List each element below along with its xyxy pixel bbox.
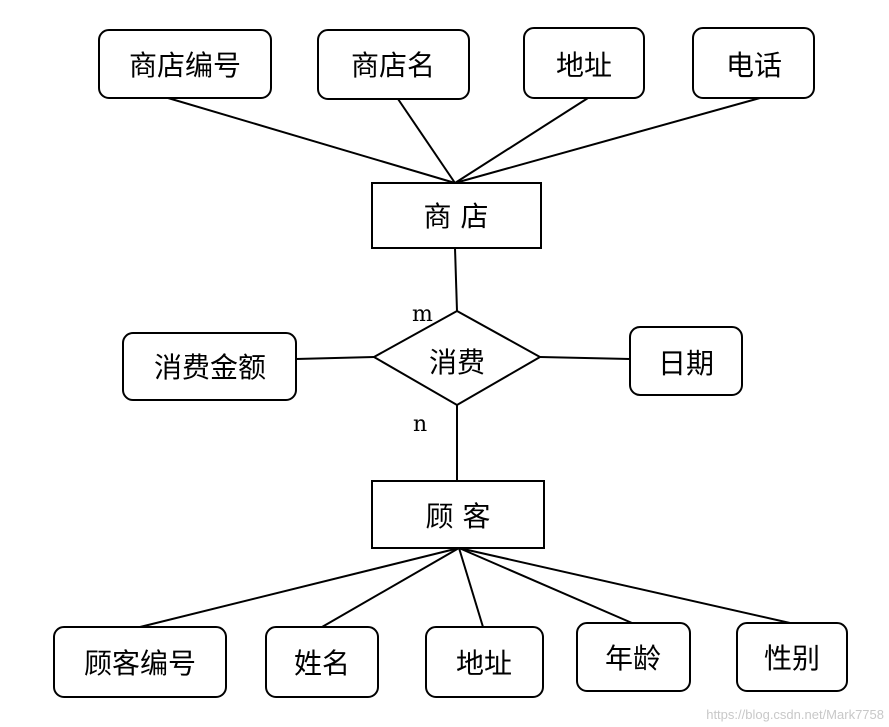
line-customer-id (139, 547, 460, 628)
svg-text:地址: 地址 (556, 49, 612, 82)
svg-text:消费金额: 消费金额 (154, 351, 266, 384)
svg-text:地址: 地址 (456, 647, 512, 680)
customer-attribute-gender: 性别 (736, 622, 848, 692)
customer-attribute-name: 姓名 (265, 626, 379, 698)
svg-text:消费: 消费 (429, 346, 485, 379)
line-customer-address (458, 547, 484, 628)
relationship-attribute-date: 日期 (629, 326, 743, 396)
line-shop-name (397, 98, 456, 184)
shop-attribute-id: 商店编号 (98, 29, 272, 99)
line-shop-phone (454, 97, 761, 184)
cardinality-n: n (413, 412, 427, 437)
svg-text:年龄: 年龄 (605, 642, 661, 675)
shop-entity: 商 店 (371, 182, 542, 249)
svg-text:顾 客: 顾 客 (426, 500, 491, 533)
relationship-attribute-amount: 消费金额 (122, 332, 297, 401)
svg-text:姓名: 姓名 (294, 647, 350, 680)
customer-entity: 顾 客 (371, 480, 545, 549)
watermark-text: https://blog.csdn.net/Mark7758 (706, 707, 884, 722)
customer-attribute-address: 地址 (425, 626, 544, 698)
shop-attribute-phone: 电话 (692, 27, 815, 99)
relationship-diamond: 消费 (371, 309, 543, 407)
svg-text:日期: 日期 (658, 347, 714, 380)
svg-text:商 店: 商 店 (424, 200, 489, 233)
svg-text:商店名: 商店名 (351, 49, 435, 82)
svg-text:电话: 电话 (726, 49, 782, 82)
line-shop-id (167, 97, 456, 184)
line-amount (295, 356, 375, 360)
customer-attribute-age: 年龄 (576, 622, 691, 692)
cardinality-m: m (412, 302, 433, 327)
line-shop-relation (454, 247, 458, 312)
line-date (539, 356, 631, 360)
line-customer-name (321, 547, 460, 628)
svg-text:顾客编号: 顾客编号 (84, 647, 196, 680)
line-customer-gender (458, 547, 791, 624)
shop-attribute-name: 商店名 (317, 29, 470, 100)
line-shop-address (454, 97, 589, 184)
customer-attribute-id: 顾客编号 (53, 626, 227, 698)
svg-text:商店编号: 商店编号 (129, 49, 241, 82)
connector-lines (139, 97, 791, 628)
svg-text:性别: 性别 (764, 642, 820, 675)
shop-attribute-address: 地址 (523, 27, 645, 99)
line-customer-age (458, 547, 633, 624)
